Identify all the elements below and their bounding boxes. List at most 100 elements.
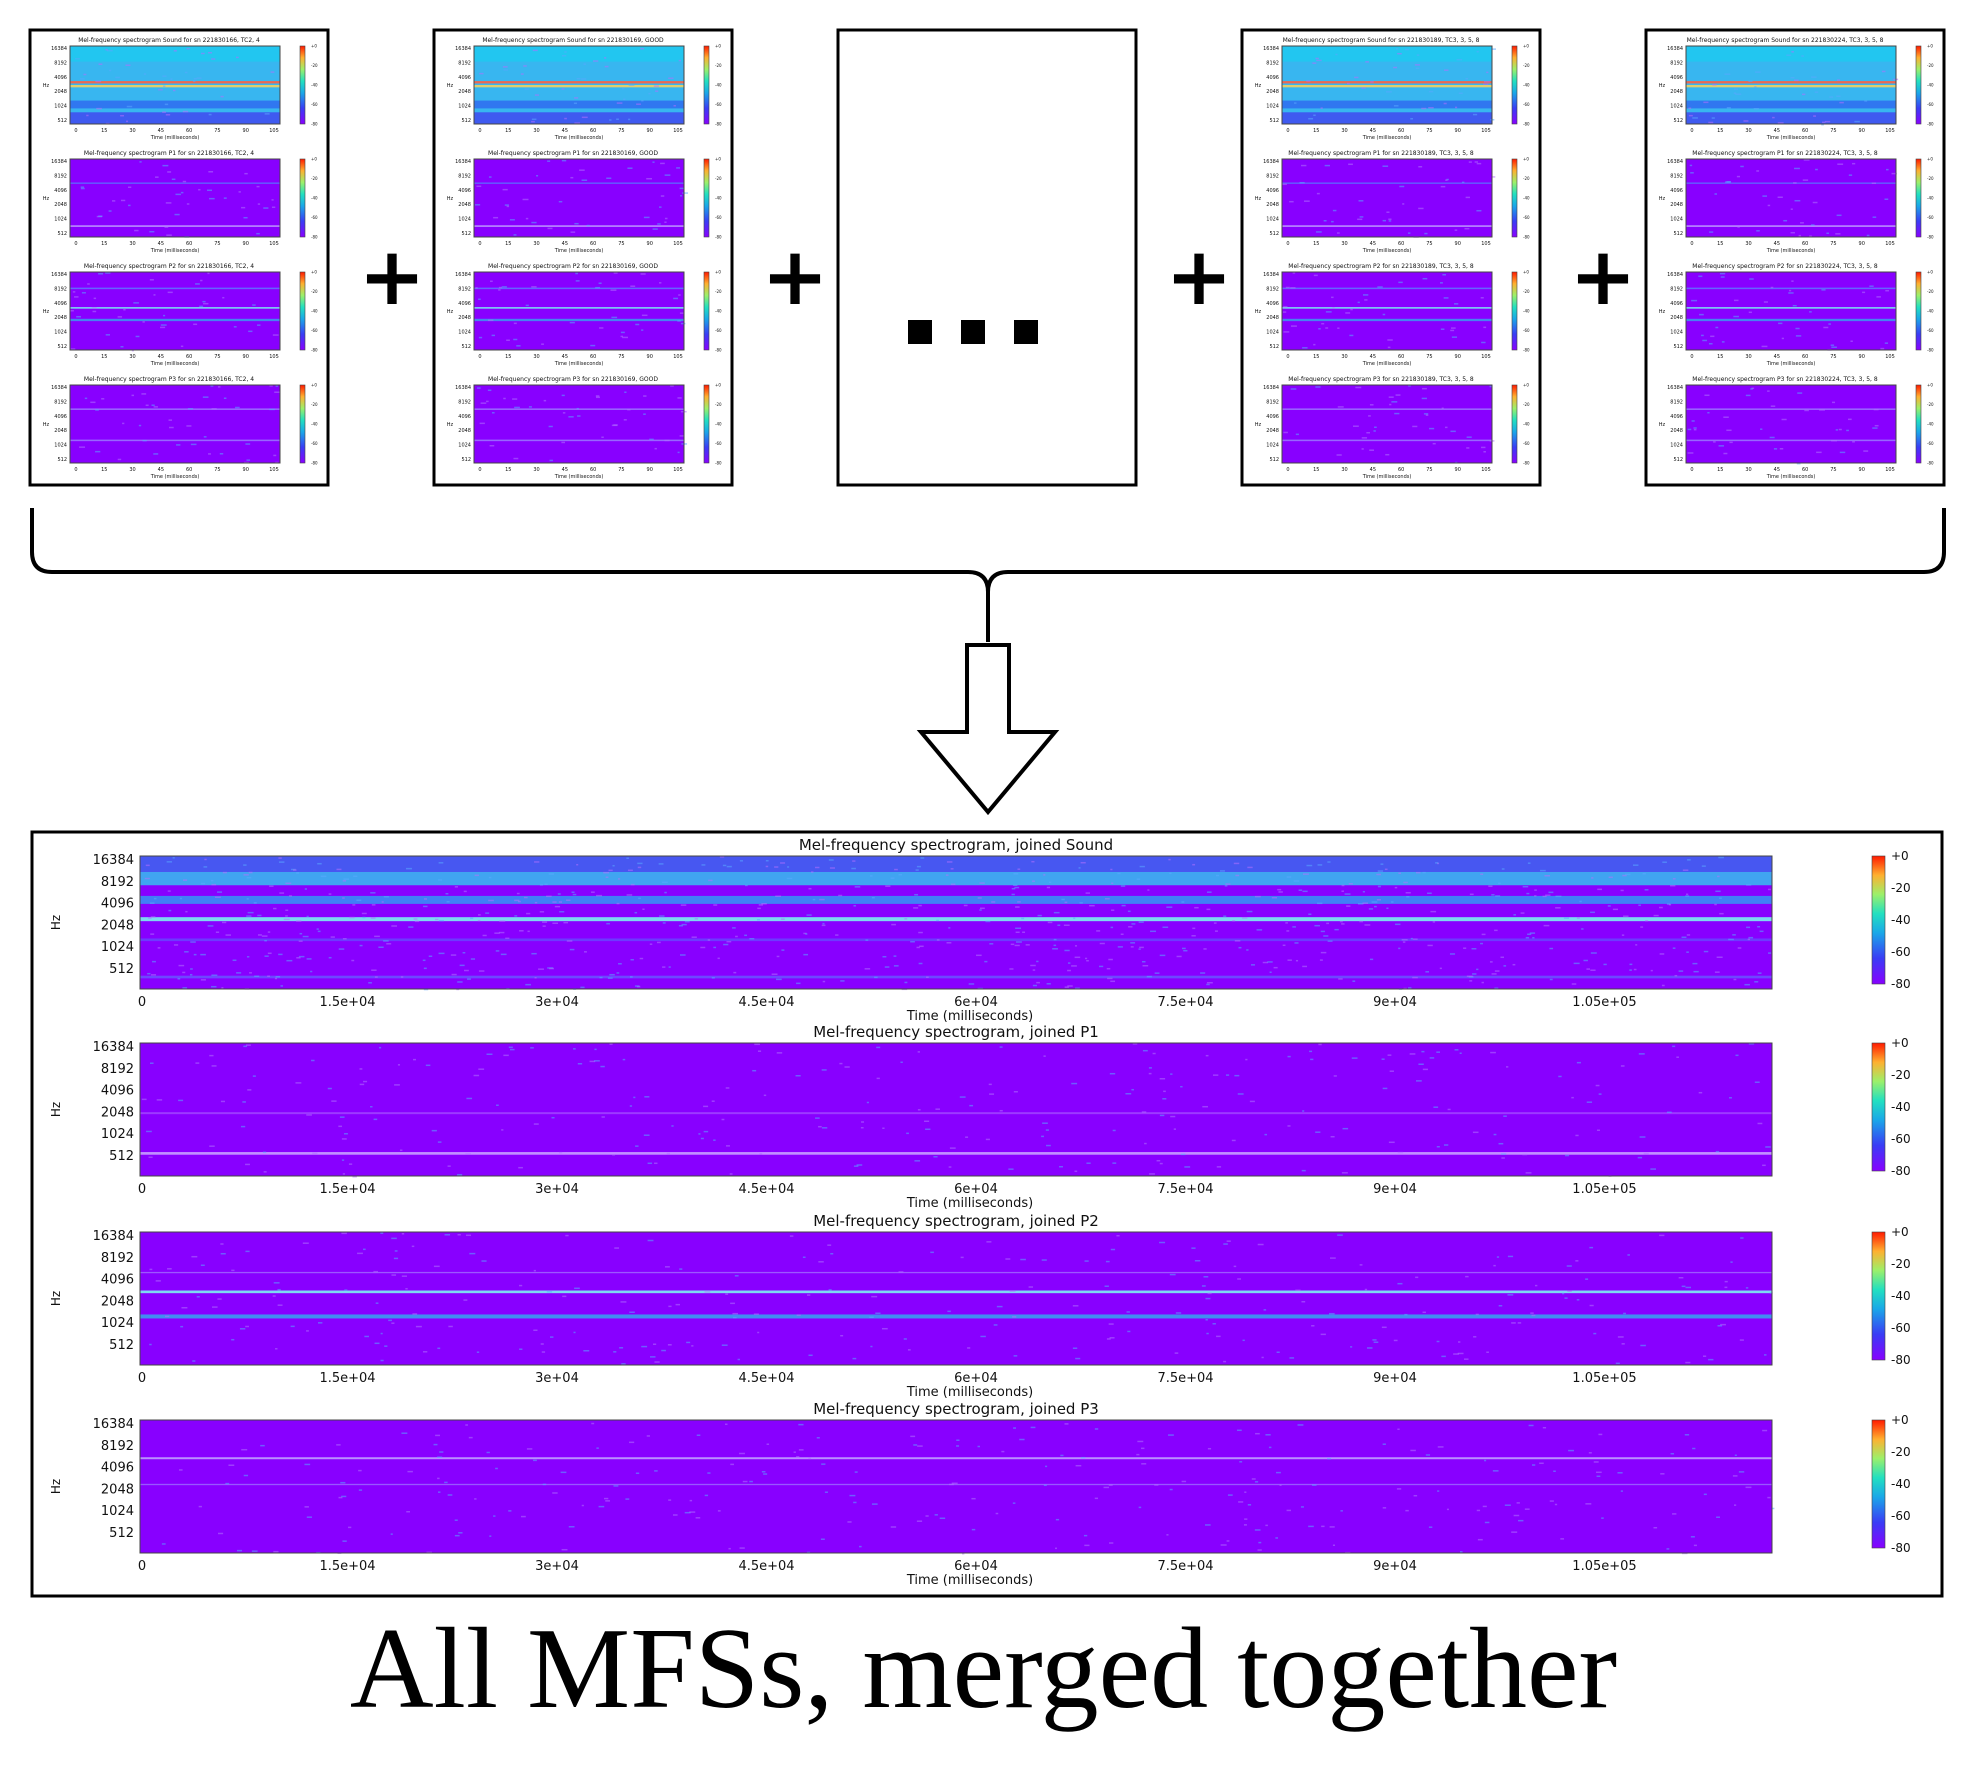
colorbar — [1871, 1419, 1886, 1549]
spectrogram-speckle — [1690, 172, 1694, 174]
spectrogram-speckle — [245, 1163, 250, 1166]
spectrogram-speckle — [1299, 181, 1305, 184]
spectrogram-speckle — [139, 161, 142, 163]
spectrogram-speckle — [1120, 933, 1124, 936]
spectrogram-speckle — [548, 873, 555, 875]
spectrogram-speckle — [1407, 232, 1411, 234]
merged-x-tick-label: 4.5e+04 — [738, 1559, 794, 1574]
small-y-tick-label: 1024 — [1670, 330, 1683, 336]
colorbar — [1871, 1231, 1886, 1361]
spectrogram-speckle — [1201, 1285, 1206, 1287]
spectrogram-speckle — [1059, 1165, 1063, 1168]
spectrogram-speckle — [1418, 207, 1424, 210]
spectrogram-speckle — [1382, 313, 1386, 316]
merged-y-tick-label: 2048 — [101, 1105, 134, 1120]
small-y-tick-label: 4096 — [1670, 188, 1683, 194]
small-x-tick-label: 30 — [1745, 241, 1751, 247]
spectrogram-speckle — [203, 866, 208, 868]
spectrogram-speckle — [679, 435, 684, 437]
spectrogram-speckle — [558, 200, 563, 203]
spectrogram-speckle — [563, 921, 569, 924]
spectrogram-speckle — [1203, 948, 1207, 950]
spectrogram-speckle — [1071, 965, 1077, 967]
spectrogram-speckle — [438, 919, 444, 922]
spectrogram-speckle — [1496, 1256, 1500, 1258]
spectrogram-speckle — [1503, 965, 1507, 967]
spectrogram-speckle — [591, 1422, 595, 1425]
small-x-axis-label: Time (milliseconds) — [1766, 248, 1816, 254]
spectrogram-speckle — [1762, 195, 1768, 197]
spectrogram-speckle — [630, 976, 633, 978]
spectrogram-speckle — [1244, 1518, 1248, 1520]
colorbar-tick-label: -80 — [1891, 1164, 1911, 1178]
colorbar-tick-label: +0 — [1523, 382, 1529, 387]
spectrogram-speckle — [979, 909, 982, 911]
spectrogram-speckle — [753, 1313, 759, 1315]
spectrogram-speckle — [1837, 163, 1844, 165]
spectrogram-speckle — [1553, 1470, 1556, 1473]
spectrogram-speckle — [540, 1343, 544, 1345]
spectrogram-speckle — [98, 215, 103, 217]
small-x-tick-label: 90 — [1455, 354, 1461, 360]
small-x-tick-label: 105 — [673, 467, 683, 473]
spectrogram-speckle — [1384, 868, 1388, 871]
spectrogram-speckle — [1331, 220, 1334, 223]
spectrogram-speckle — [1223, 1360, 1227, 1363]
spectrogram-speckle — [338, 1496, 343, 1499]
spectrogram-speckle — [267, 975, 270, 977]
spectrogram-speckle — [267, 952, 272, 955]
small-x-tick-label: 30 — [1341, 467, 1347, 473]
spectrogram-speckle — [370, 892, 376, 894]
spectrogram-speckle — [435, 918, 439, 921]
spectrogram-speckle — [1444, 69, 1449, 71]
spectrogram-speckle — [1116, 1235, 1120, 1237]
spectrogram-speckle — [1810, 224, 1815, 226]
small-figure: Mel-frequency spectrogram Sound for sn 2… — [28, 28, 330, 487]
spectrogram-speckle — [1717, 875, 1720, 878]
spectrogram-speckle — [438, 862, 444, 864]
spectrogram-speckle — [1876, 296, 1881, 298]
spectrogram-speckle — [1276, 1351, 1280, 1354]
spectrogram-band — [1686, 46, 1896, 62]
spectrogram-speckle — [1110, 926, 1114, 929]
spectrogram-speckle — [1394, 412, 1400, 415]
spectrogram-speckle — [1015, 927, 1021, 930]
spectrogram-speckle — [478, 970, 485, 972]
spectrogram-speckle — [936, 919, 940, 922]
spectrogram-speckle — [1565, 1154, 1570, 1157]
spectrogram-speckle — [1128, 926, 1133, 928]
spectrogram-speckle — [1492, 1470, 1499, 1472]
spectrogram-speckle — [1645, 920, 1649, 922]
spectrogram-speckle — [1346, 82, 1350, 85]
spectrogram-speckle — [239, 1328, 246, 1330]
spectrogram-speckle — [1581, 928, 1584, 930]
spectrogram-band — [1282, 307, 1492, 309]
spectrogram-speckle — [1699, 313, 1704, 316]
spectrogram-speckle — [1269, 971, 1272, 974]
spectrogram-speckle — [1769, 1292, 1773, 1294]
spectrogram-speckle — [391, 1237, 397, 1240]
spectrogram-speckle — [148, 917, 152, 919]
spectrogram-speckle — [1530, 1312, 1534, 1314]
spectrogram-speckle — [533, 1459, 537, 1462]
spectrogram-speckle — [1025, 944, 1030, 946]
spectrogram-speckle — [1399, 185, 1405, 188]
spectrogram-speckle — [359, 1083, 365, 1086]
spectrogram-speckle — [1238, 1501, 1244, 1503]
spectrogram-speckle — [1395, 47, 1399, 50]
spectrogram-speckle — [627, 869, 633, 872]
spectrogram-speckle — [1555, 907, 1561, 909]
spectrogram-speckle — [181, 1306, 188, 1309]
spectrogram-speckle — [1139, 865, 1145, 868]
spectrogram-speckle — [1439, 967, 1442, 970]
spectrogram-speckle — [919, 945, 924, 948]
spectrogram-speckle — [781, 918, 785, 920]
spectrogram-speckle — [1075, 987, 1080, 990]
spectrogram-speckle — [195, 1062, 200, 1064]
spectrogram-speckle — [1483, 81, 1490, 83]
spectrogram-speckle — [1738, 1471, 1745, 1473]
spectrogram-speckle — [1251, 1478, 1256, 1480]
spectrogram-speckle — [1735, 1054, 1739, 1057]
plot-frame — [69, 271, 281, 351]
spectrogram-speckle — [262, 1151, 267, 1154]
